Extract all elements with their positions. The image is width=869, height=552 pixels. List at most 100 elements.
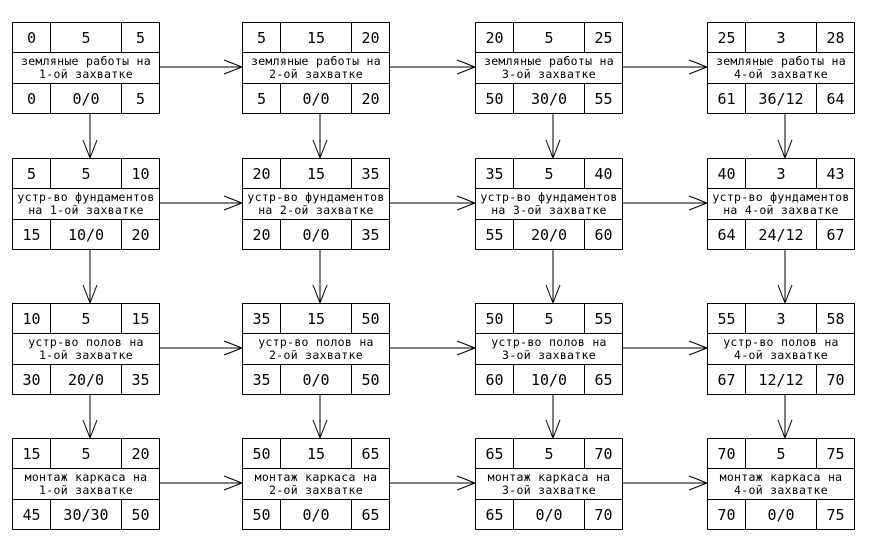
early-finish: 35 [351,159,389,188]
late-finish: 20 [351,84,389,113]
float-reserve: 0/0 [302,225,330,244]
arrow-down [312,114,328,159]
arrow-right [623,475,708,491]
early-finish: 70 [584,439,622,468]
late-start: 45 [13,500,51,529]
activity-name: земляные работы на 3-ой захватке [483,54,615,81]
late-start: 70 [708,500,746,529]
arrow-right [160,59,243,75]
early-start: 40 [708,159,746,188]
float-reserve: 0/0 [302,505,330,524]
float-reserve: 20/0 [67,370,105,389]
late-finish: 75 [816,500,854,529]
late-start: 65 [476,500,514,529]
late-finish: 20 [121,220,159,249]
float-reserve: 0/0 [767,505,795,524]
arrow-down [545,114,561,159]
node-bottom-row: 70 0/0 75 [708,499,854,529]
activity-name: устр-во фундаментов на 3-ой захватке [480,190,618,217]
float-reserve: 10/0 [67,225,105,244]
activity-name: устр-во фундаментов на 4-ой захватке [712,190,850,217]
float-reserve: 0/0 [72,89,100,108]
activity-name: устр-во фундаментов на 2-ой захватке [247,190,385,217]
early-start: 5 [13,159,51,188]
duration: 5 [544,164,554,183]
late-finish: 55 [584,84,622,113]
arrow-right [390,195,476,211]
duration: 5 [544,309,554,328]
arrow-down [777,395,793,439]
arrow-right [390,340,476,356]
late-start: 50 [476,84,514,113]
late-finish: 64 [816,84,854,113]
late-start: 15 [13,220,51,249]
duration: 5 [544,28,554,47]
early-start: 15 [13,439,51,468]
float-reserve: 12/12 [758,370,804,389]
activity-name: устр-во полов на 1-ой захватке [28,335,144,362]
activity-name: устр-во фундаментов на 1-ой захватке [17,190,155,217]
arrow-right [623,195,708,211]
float-reserve: 30/30 [63,505,109,524]
late-finish: 70 [584,500,622,529]
late-start: 67 [708,365,746,394]
late-start: 5 [243,84,281,113]
early-finish: 28 [816,23,854,52]
early-finish: 20 [121,439,159,468]
float-reserve: 36/12 [758,89,804,108]
duration: 5 [776,444,786,463]
early-finish: 10 [121,159,159,188]
float-reserve: 0/0 [535,505,563,524]
arrow-down [545,250,561,304]
float-reserve: 30/0 [530,89,568,108]
late-finish: 65 [351,500,389,529]
activity-name: монтаж каркаса на 4-ой захватке [719,470,843,497]
activity-name: устр-во полов на 4-ой захватке [723,335,839,362]
early-start: 20 [243,159,281,188]
arrow-right [623,59,708,75]
early-finish: 43 [816,159,854,188]
late-start: 60 [476,365,514,394]
late-finish: 67 [816,220,854,249]
early-finish: 55 [584,304,622,333]
early-start: 10 [13,304,51,333]
late-finish: 70 [816,365,854,394]
arrow-right [160,340,243,356]
duration: 5 [81,28,91,47]
arrow-down [82,250,98,304]
early-finish: 58 [816,304,854,333]
early-finish: 65 [351,439,389,468]
arrow-right [160,195,243,211]
early-finish: 20 [351,23,389,52]
float-reserve: 0/0 [302,370,330,389]
arrow-down [545,395,561,439]
early-start: 0 [13,23,51,52]
arrow-down [312,250,328,304]
arrow-right [160,475,243,491]
